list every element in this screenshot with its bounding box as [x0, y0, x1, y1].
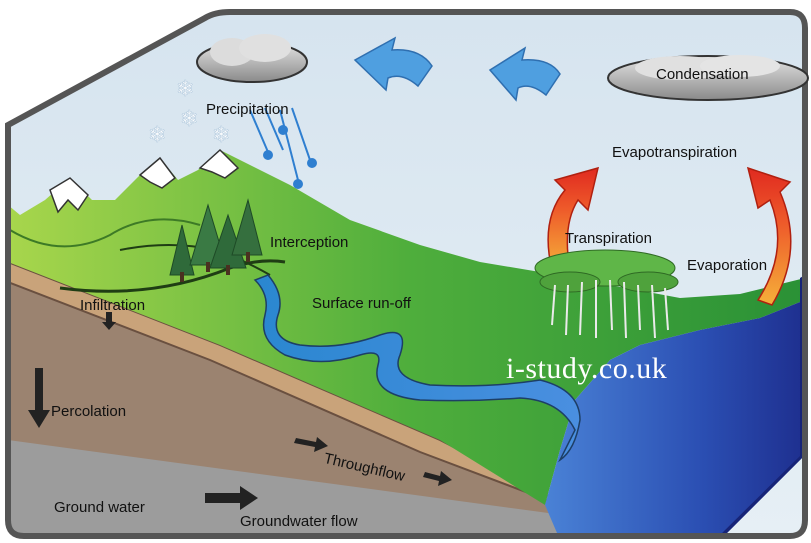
label-precipitation: Precipitation	[206, 101, 289, 118]
label-evapotranspiration: Evapotranspiration	[612, 144, 737, 161]
svg-text:❄: ❄	[148, 123, 166, 148]
label-transpiration: Transpiration	[565, 230, 652, 247]
label-evaporation: Evaporation	[687, 257, 767, 274]
svg-text:❄: ❄	[176, 77, 194, 102]
label-percolation: Percolation	[51, 403, 126, 420]
watermark: i-study.co.uk	[506, 352, 667, 386]
label-ground-water: Ground water	[54, 499, 145, 516]
label-infiltration: Infiltration	[80, 297, 145, 314]
label-groundwater-flow: Groundwater flow	[240, 513, 358, 530]
label-interception: Interception	[270, 234, 348, 251]
svg-text:❄: ❄	[180, 107, 198, 132]
label-condensation: Condensation	[656, 66, 749, 83]
label-surface-runoff: Surface run-off	[312, 295, 411, 312]
svg-text:❄: ❄	[212, 123, 230, 148]
